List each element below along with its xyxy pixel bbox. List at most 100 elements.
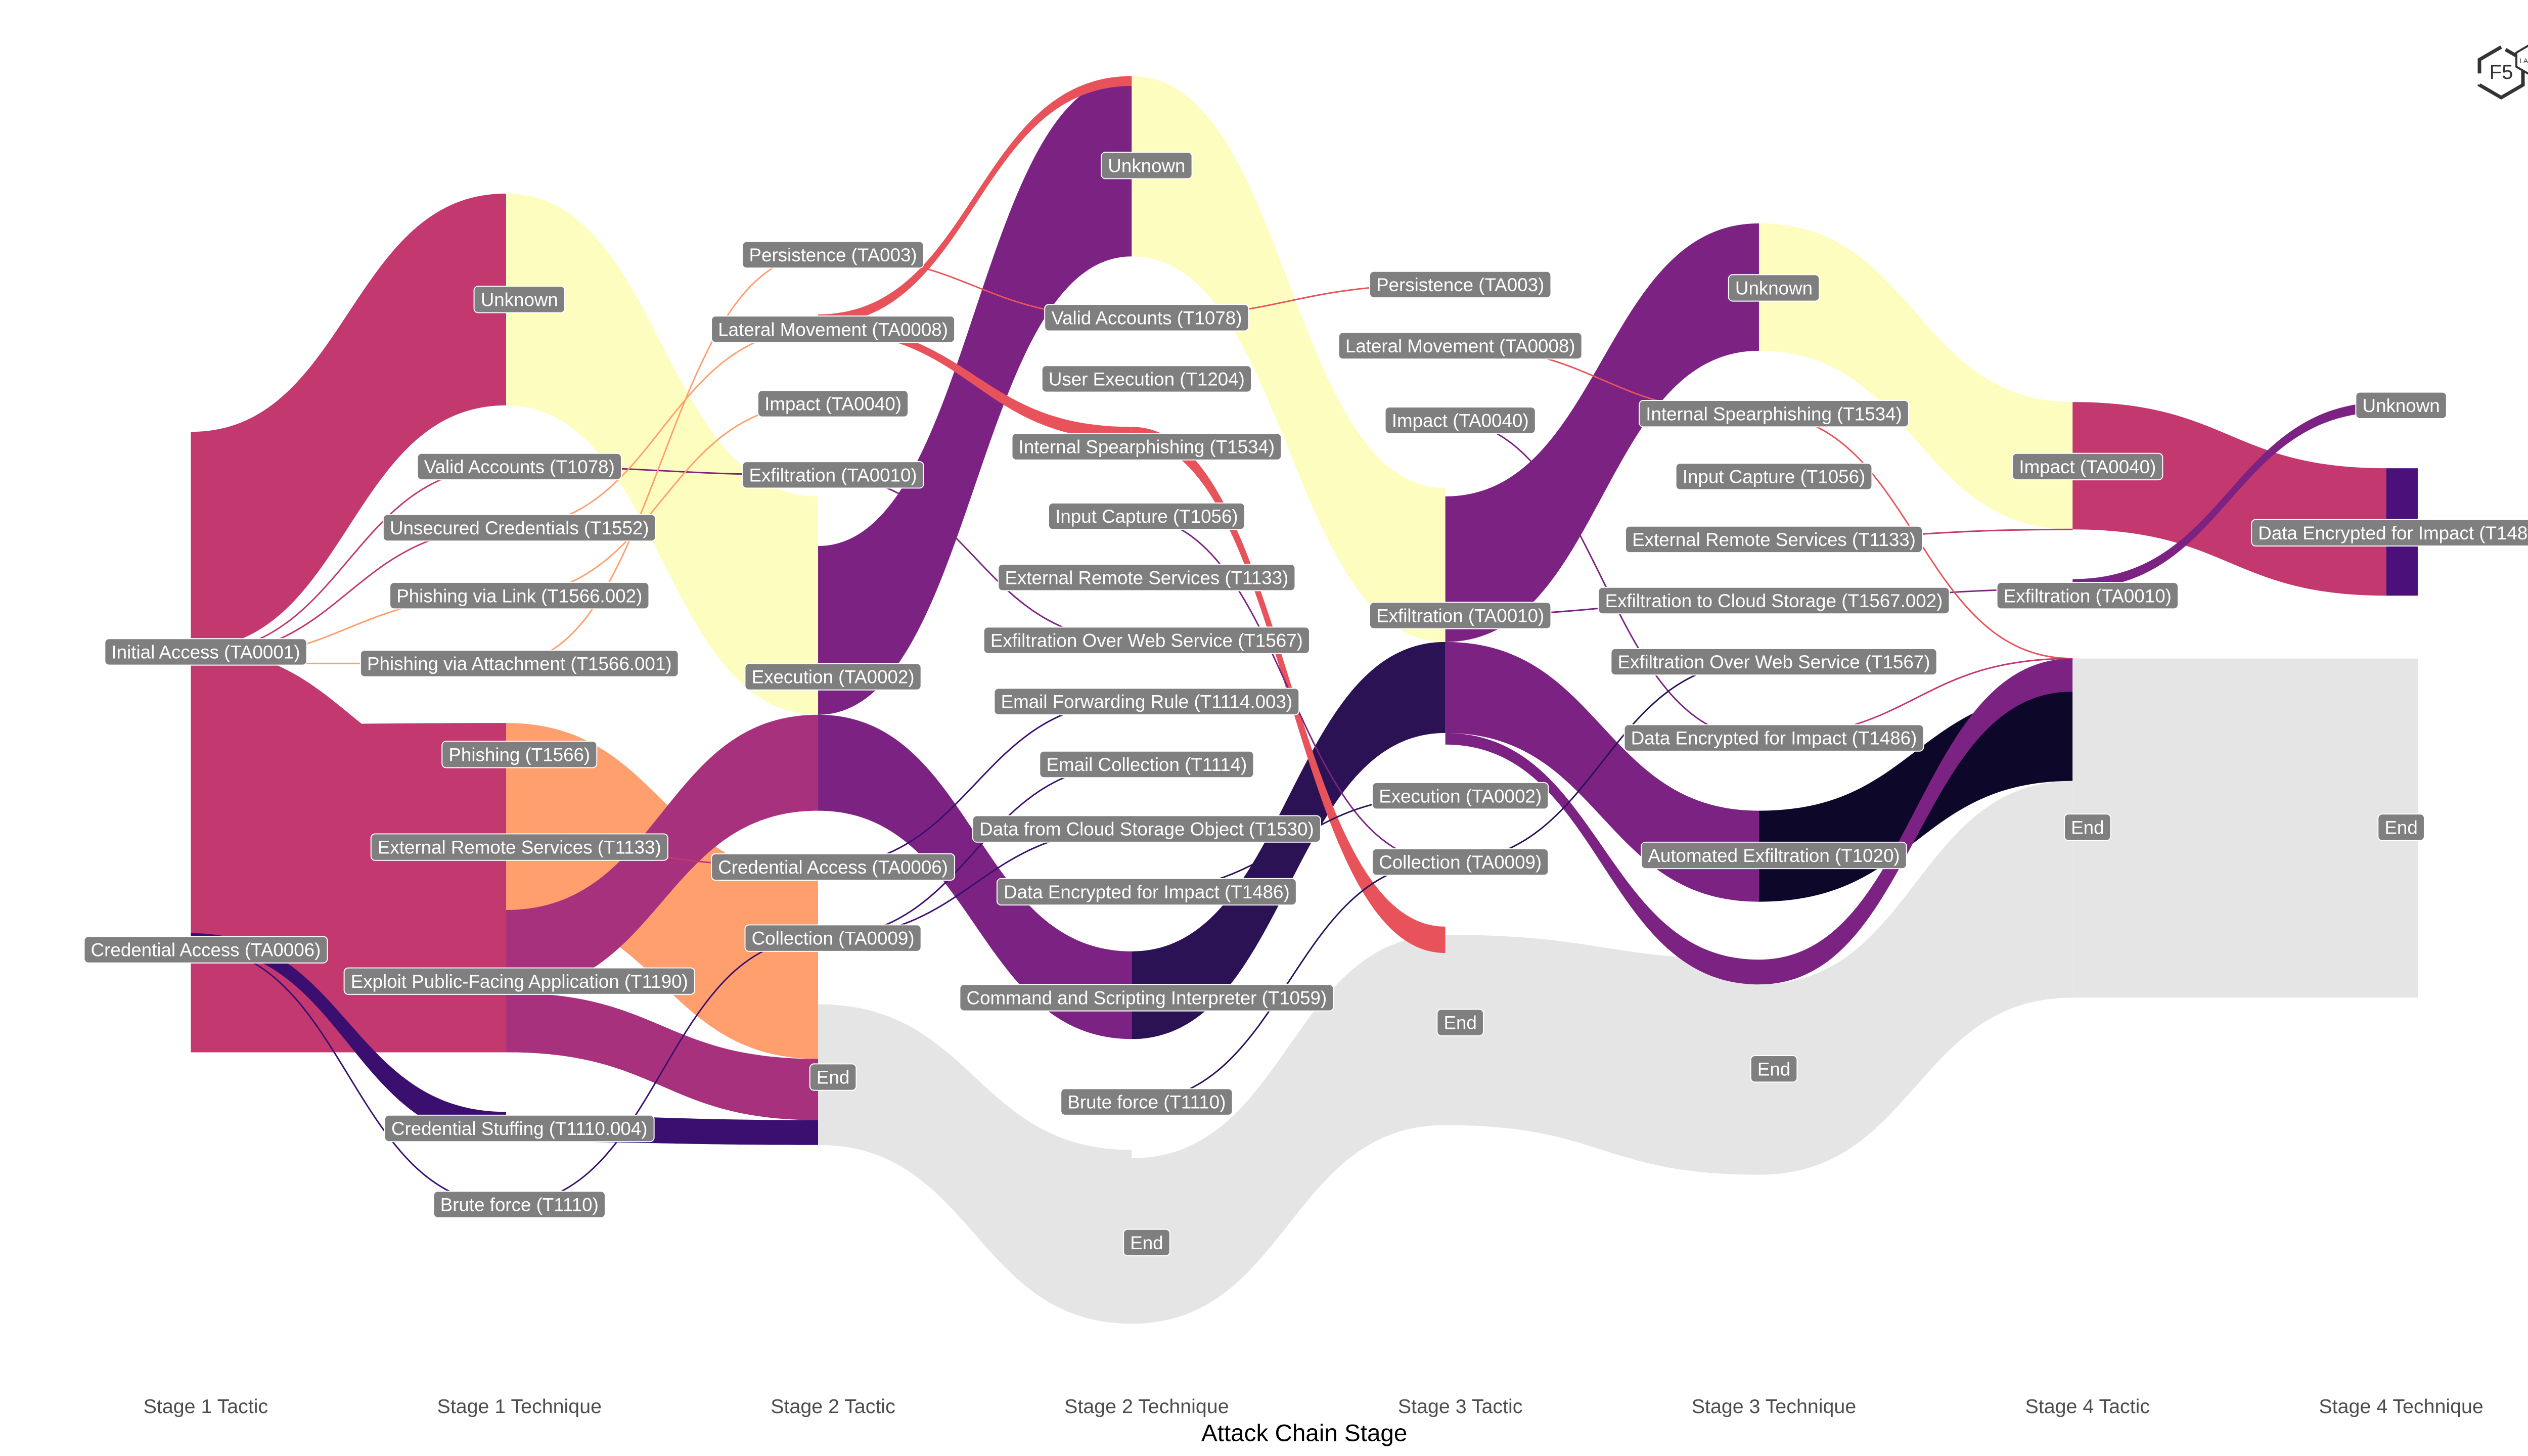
flow-end-end-5	[2072, 658, 2418, 998]
node-label: Exfiltration (TA0010)	[742, 461, 924, 489]
node-label-box	[1623, 724, 1924, 752]
node-label-box	[1675, 463, 1873, 490]
node-label-box	[359, 650, 679, 677]
flow-other-exfiltration	[1758, 658, 2073, 985]
node-label-box	[983, 626, 1311, 654]
node-label-box	[441, 741, 598, 768]
node-label-text: Credential Access (TA0006)	[718, 857, 948, 878]
node-label: Persistence (TA003)	[1369, 270, 1552, 299]
node-label-text: Credential Access (TA0006)	[91, 940, 321, 961]
node-label-box	[1996, 582, 2179, 610]
node-label: Email Forwarding Rule (T1114.003)	[994, 688, 1300, 715]
f5-labs-logo: F5 LABS	[2472, 43, 2528, 109]
flow-end-end-2	[1132, 935, 1446, 1324]
node-label-box	[1372, 848, 1549, 876]
flow-unknown-exfiltration	[1132, 76, 1446, 642]
node-label-text: Unknown	[481, 290, 558, 310]
node-label-box	[104, 638, 307, 666]
stage-tick-label: Stage 1 Technique	[437, 1395, 602, 1418]
node-label-text: End	[2071, 817, 2104, 838]
flow-end-end-4	[1758, 781, 2073, 1175]
flow-credential-access-stuffing	[191, 933, 507, 1142]
node-label-box	[1436, 1009, 1484, 1036]
flow-lateral-unknown	[818, 76, 1132, 325]
node-label-box	[370, 833, 668, 861]
node-label: End	[2064, 813, 2111, 841]
node-label-box	[1750, 1055, 1798, 1083]
node-label: Brute force (T1110)	[1060, 1088, 1233, 1116]
node-label-text: Unknown	[1735, 278, 1813, 299]
node-label: End	[1750, 1055, 1798, 1083]
stage-tick-label: Stage 4 Technique	[2319, 1395, 2483, 1418]
node-label-text: Exfiltration (TA0010)	[2004, 585, 2172, 606]
node-label: Command and Scripting Interpreter (T1059…	[959, 984, 1334, 1012]
node-label-text: Persistence (TA003)	[1376, 275, 1544, 295]
node-label-text: Execution (TA0002)	[752, 667, 915, 688]
node-label-box	[83, 936, 328, 964]
node-label-box	[1044, 304, 1249, 332]
node-label-box	[998, 564, 1296, 592]
node-label-text: End	[1444, 1013, 1477, 1033]
node-label: External Remote Services (T1133)	[370, 833, 668, 861]
node-label: Internal Spearphishing (T1534)	[1639, 400, 1909, 428]
stage-tick-label: Stage 4 Tactic	[2025, 1395, 2150, 1418]
node-label-text: Unknown	[2363, 395, 2440, 416]
node-label-text: Phishing via Attachment (T1566.001)	[367, 654, 671, 674]
node-label-box	[1598, 586, 1950, 615]
logo-hexagons	[2477, 44, 2528, 100]
node-label-box	[711, 853, 956, 881]
node-label: External Remote Services (T1133)	[1624, 525, 1923, 554]
node-labels: Initial Access (TA0001)Credential Access…	[83, 152, 2528, 1256]
node-label-box	[417, 452, 622, 481]
node-label: Phishing via Link (T1566.002)	[389, 582, 650, 610]
node-label-box	[1369, 602, 1552, 629]
flow-end-end	[818, 1004, 1132, 1324]
node-label-box	[1048, 502, 1245, 530]
node-label-box	[1041, 365, 1252, 393]
node-label: Data Encrypted for Impact (T1486)	[2251, 519, 2528, 547]
node-label: Exfiltration Over Web Service (T1567)	[1610, 648, 1937, 676]
node-label: Impact (TA0040)	[757, 390, 909, 418]
node-label-text: Email Collection (T1114)	[1046, 754, 1247, 775]
node-label: Exfiltration (TA0010)	[1996, 582, 2179, 610]
node-label-text: Valid Accounts (T1078)	[1051, 308, 1242, 329]
thin-flow-line	[506, 937, 819, 1206]
node-label: Input Capture (T1056)	[1048, 502, 1245, 530]
node-label-box	[2377, 813, 2425, 841]
flow-unknown-execution	[506, 193, 819, 715]
node-label-text: Execution (TA0002)	[1379, 786, 1542, 806]
x-axis-title: Attack Chain Stage	[1201, 1420, 1407, 1447]
node-label: Persistence (TA003)	[742, 241, 924, 269]
node-label-text: Unknown	[1108, 155, 1185, 176]
node-label-text: Impact (TA0040)	[2019, 457, 2156, 477]
node-label-box	[2355, 391, 2447, 419]
node-label: Phishing via Attachment (T1566.001)	[359, 650, 679, 677]
node-label: Credential Stuffing (T1110.004)	[384, 1114, 655, 1143]
node-label-box	[389, 582, 650, 610]
node-label-box	[959, 984, 1334, 1012]
node-label: Phishing (T1566)	[441, 741, 598, 768]
node-label: Credential Access (TA0006)	[83, 936, 328, 964]
node-label-text: Email Forwarding Rule (T1114.003)	[1001, 692, 1293, 712]
node-label-text: Input Capture (T1056)	[1683, 467, 1865, 487]
node-label: Exploit Public-Facing Application (T1190…	[343, 967, 695, 995]
node-label: Execution (TA0002)	[744, 663, 922, 691]
node-label-text: Collection (TA0009)	[752, 928, 915, 949]
node-label: Unknown	[1101, 152, 1193, 179]
node-label-box	[1011, 433, 1282, 461]
thin-flow-line	[506, 254, 819, 664]
node-label-box	[1338, 332, 1583, 360]
node-label-box	[473, 286, 565, 313]
node-label: Exfiltration to Cloud Storage (T1567.002…	[1598, 586, 1950, 615]
node-label: Impact (TA0040)	[1384, 406, 1536, 434]
node-label-box	[1039, 750, 1254, 779]
node-label-text: Unsecured Credentials (T1552)	[390, 518, 649, 538]
node-label-box	[742, 241, 924, 269]
node-label: Unknown	[473, 286, 565, 313]
node-label-box	[1641, 841, 1907, 870]
node-label-text: Command and Scripting Interpreter (T1059…	[967, 988, 1327, 1009]
flow-execution-unknown	[818, 76, 1132, 715]
node-label-text: Input Capture (T1056)	[1055, 506, 1238, 527]
node-label-box	[1624, 525, 1923, 554]
